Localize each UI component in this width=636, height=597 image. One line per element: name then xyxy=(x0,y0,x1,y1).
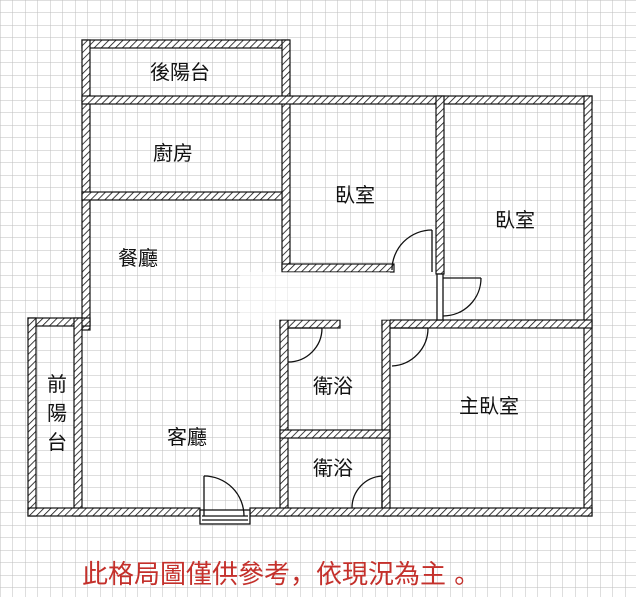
wall-front-balcony-left xyxy=(27,317,37,517)
label-rear-balcony: 後陽台 xyxy=(150,60,210,84)
label-front-balcony-1: 前 xyxy=(47,372,67,396)
door-bedroom-2 xyxy=(436,273,482,321)
hallway-opening xyxy=(240,272,390,320)
wall-bedroom1-bottom xyxy=(281,263,395,273)
wall-master-top xyxy=(381,319,593,329)
label-kitchen: 廚房 xyxy=(153,141,193,165)
wall-bottom-left xyxy=(27,507,201,517)
label-master-bedroom: 主臥室 xyxy=(459,394,519,418)
wall-bath-right xyxy=(381,319,391,517)
wall-rear-balcony-top xyxy=(81,39,290,49)
label-living: 客廳 xyxy=(167,425,207,449)
door-bath-2 xyxy=(351,475,383,509)
label-front-balcony-2: 陽 xyxy=(47,401,67,425)
wall-bath-top xyxy=(279,319,341,329)
wall-bottom-right xyxy=(249,507,593,517)
door-bedroom-1 xyxy=(391,229,433,272)
door-bath-1 xyxy=(287,327,323,363)
label-dining: 餐廳 xyxy=(118,246,158,270)
disclaimer-text: 此格局圖僅供參考，依現況為主 。 xyxy=(82,560,480,590)
wall-kitchen-right xyxy=(281,39,291,271)
wall-left-main xyxy=(81,39,91,331)
room-labels: 後陽台 廚房 臥室 臥室 餐廳 前 陽 台 客廳 衛浴 衛浴 主臥室 xyxy=(47,60,535,480)
door-entrance xyxy=(199,475,251,525)
door-master-bedroom xyxy=(390,327,429,367)
wall-bath-divider xyxy=(279,429,391,439)
doors xyxy=(199,229,482,525)
wall-bedroom-divider xyxy=(435,95,445,275)
label-bedroom-1: 臥室 xyxy=(335,183,375,207)
wall-kitchen-bottom xyxy=(81,191,283,201)
wall-right-outer xyxy=(583,95,593,517)
label-bedroom-2: 臥室 xyxy=(495,208,535,232)
wall-front-balcony-inner xyxy=(73,317,83,517)
label-bath-1: 衛浴 xyxy=(313,374,353,398)
label-bath-2: 衛浴 xyxy=(313,456,353,480)
label-front-balcony-3: 台 xyxy=(47,430,67,454)
walls xyxy=(27,39,593,517)
wall-bath-left xyxy=(279,319,289,517)
wall-row-top xyxy=(81,95,593,105)
